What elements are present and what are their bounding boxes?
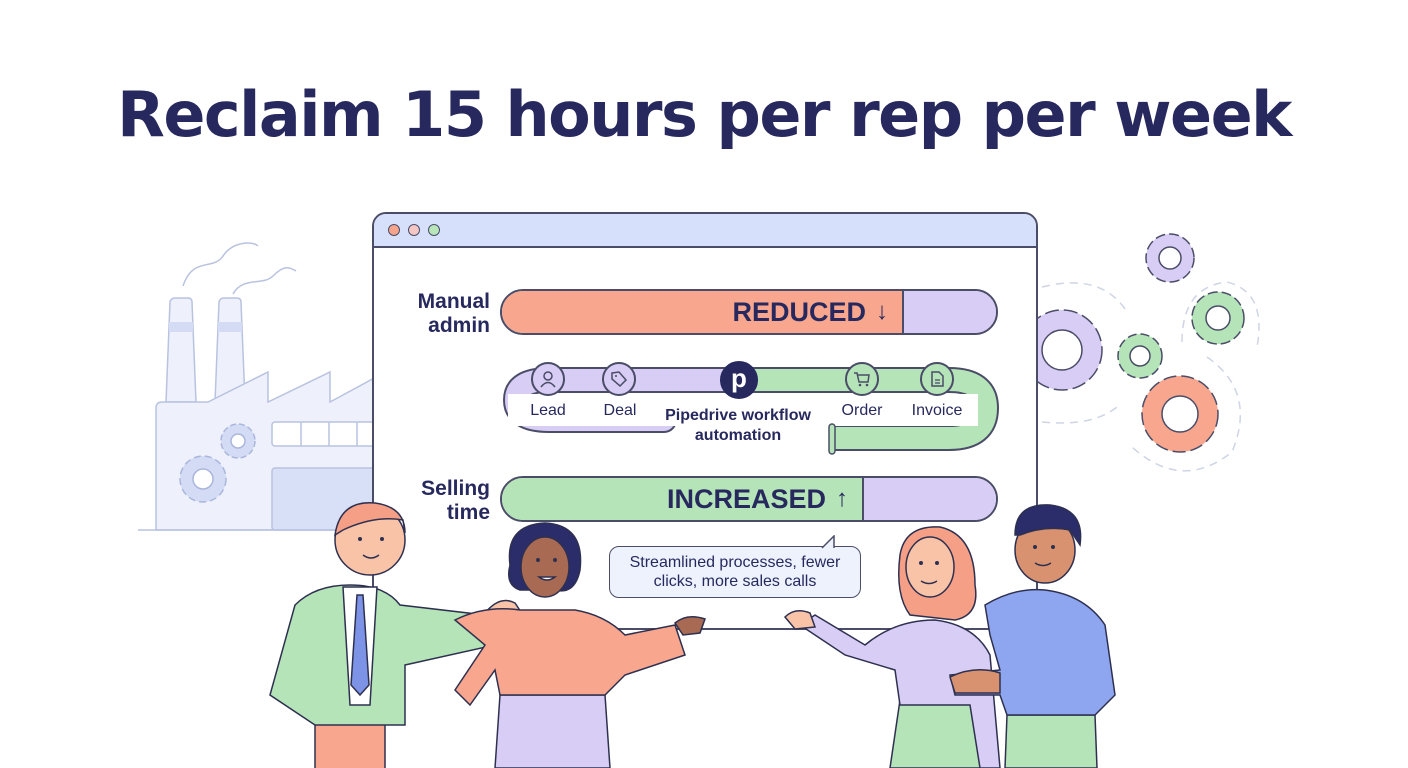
label-line-2: time [446,501,490,524]
increased-fill: INCREASED ↑ [502,478,864,520]
document-icon [931,371,944,387]
bar-remainder [864,478,996,520]
people-illustration [269,502,1116,768]
manual-admin-bar: REDUCED ↓ [500,289,998,335]
invoice-label: Invoice [911,402,963,419]
manual-admin-label: Manual admin [392,290,490,338]
pipedrive-logo[interactable]: p [720,361,758,399]
status-increased: INCREASED [666,483,826,514]
bubble-line-2: clicks, more sales calls [653,573,817,590]
lead-node[interactable] [531,362,565,396]
deal-label: Deal [603,402,637,419]
gears-illustration [1032,233,1260,472]
selling-time-label: Selling time [392,477,490,525]
bar-remainder [904,291,996,333]
factory-illustration [138,242,378,531]
headline: Reclaim 15 hours per rep per week [117,78,1292,151]
selling-time-bar: INCREASED ↑ [500,476,998,522]
arrow-up-icon: ↑ [836,485,848,512]
order-label: Order [841,402,883,419]
lead-label: Lead [530,402,566,419]
cart-icon [854,372,870,387]
reduced-fill: REDUCED ↓ [502,291,904,333]
workflow-center-label: Pipedrive workflow automation [655,406,821,446]
user-icon [540,371,556,388]
label-line-1: Manual [417,290,490,313]
minimize-dot-icon[interactable] [408,224,420,236]
bubble-tail [821,535,835,549]
order-node[interactable] [845,362,879,396]
label-line-2: admin [428,314,490,337]
logo-letter: p [731,363,747,393]
bubble-line-1: Streamlined processes, fewer [629,554,841,571]
status-reduced: REDUCED [732,296,866,327]
center-label-line-1: Pipedrive workflow [665,407,811,424]
speech-bubble: Streamlined processes, fewer clicks, mor… [609,546,861,598]
maximize-dot-icon[interactable] [428,224,440,236]
invoice-node[interactable] [920,362,954,396]
label-line-1: Selling [421,477,490,500]
arrow-down-icon: ↓ [876,298,888,325]
tag-icon [611,371,628,388]
deal-node[interactable] [602,362,636,396]
workflow-track [502,367,1000,455]
close-dot-icon[interactable] [388,224,400,236]
center-label-line-2: automation [694,427,782,444]
window-titlebar [374,214,1036,248]
